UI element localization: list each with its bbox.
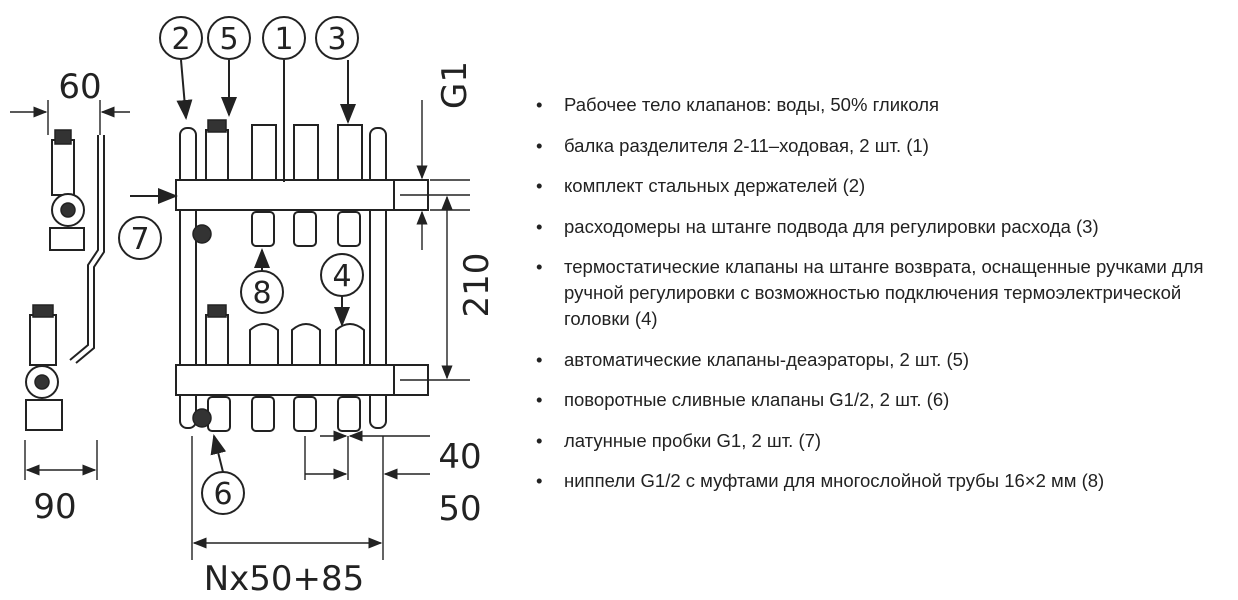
front-view: [175, 119, 429, 432]
callout-2: 2: [171, 22, 190, 57]
feature-item: латунные пробки G1, 2 шт. (7): [534, 428, 1234, 454]
callout-7: 7: [130, 222, 149, 257]
feature-item: комплект стальных держателей (2): [534, 173, 1234, 199]
dim-g1: G1: [435, 61, 475, 109]
side-view: 60 90: [10, 67, 130, 527]
feature-item: термостатические клапаны на штанге возвр…: [534, 254, 1234, 332]
dimensions: G1 210 40 50 Nx50+85: [191, 61, 497, 599]
dim-210: 210: [457, 253, 497, 318]
dim-60: 60: [58, 67, 101, 107]
feature-list: Рабочее тело клапанов: воды, 50% гликоля…: [534, 92, 1234, 509]
dim-90: 90: [33, 487, 76, 527]
feature-item: поворотные сливные клапаны G1/2, 2 шт. (…: [534, 387, 1234, 413]
callout-1: 1: [274, 22, 293, 57]
feature-item: Рабочее тело клапанов: воды, 50% гликоля: [534, 92, 1234, 118]
dim-50: 50: [438, 489, 481, 529]
feature-item: расходомеры на штанге подвода для регули…: [534, 214, 1234, 240]
callout-8: 8: [252, 276, 271, 311]
callouts: 2 5 1 3 7 8 4 6: [118, 16, 364, 515]
feature-item: ниппели G1/2 с муфтами для многослойной …: [534, 468, 1234, 494]
dim-width: Nx50+85: [204, 559, 365, 599]
callout-5: 5: [219, 22, 238, 57]
dim-40: 40: [438, 437, 481, 477]
callout-3: 3: [327, 22, 346, 57]
callout-4: 4: [332, 259, 351, 294]
feature-item: балка разделителя 2-11–ходовая, 2 шт. (1…: [534, 133, 1234, 159]
manifold-drawing: 60 90: [10, 16, 497, 599]
feature-item: автоматические клапаны-деаэраторы, 2 шт.…: [534, 347, 1234, 373]
callout-6: 6: [213, 477, 232, 512]
